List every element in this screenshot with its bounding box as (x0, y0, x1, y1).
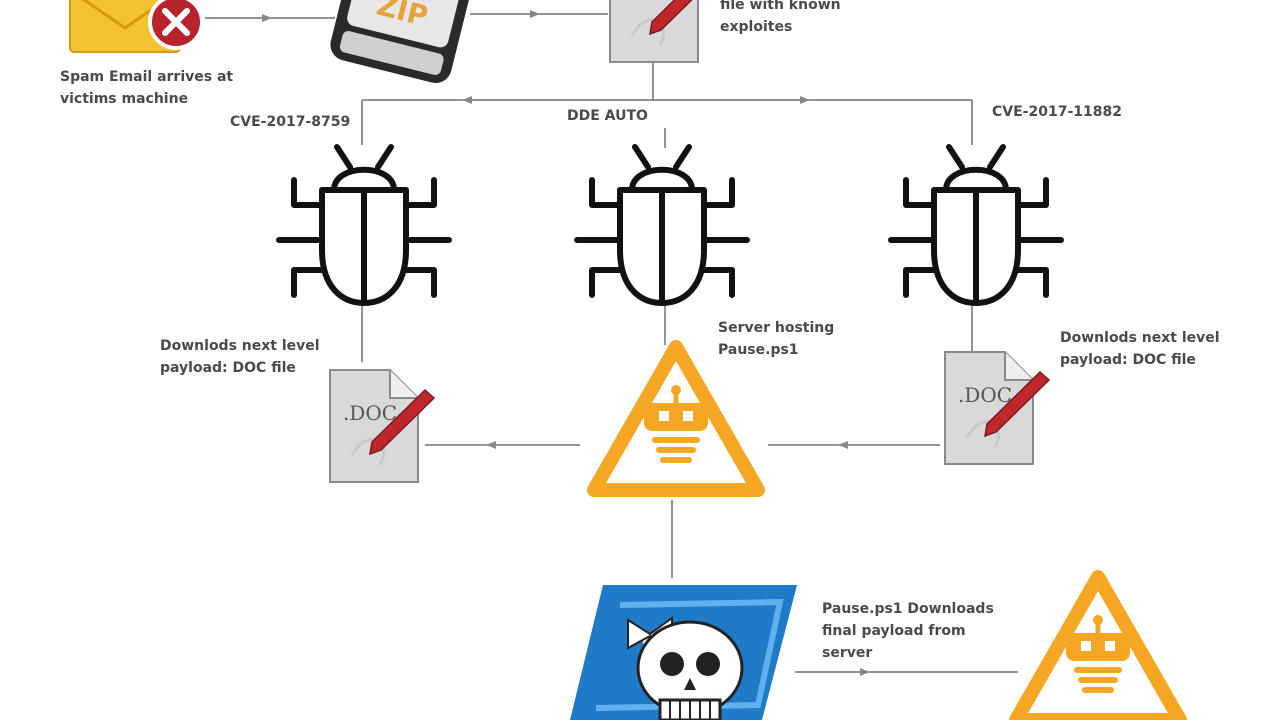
malicious-server-icon (1016, 577, 1180, 720)
powershell-skull-icon (570, 585, 797, 720)
right-download-label-line: Downlods next level (1060, 330, 1220, 346)
left-download-label-line: payload: DOC file (160, 360, 296, 376)
right-download-label-line: payload: DOC file (1060, 352, 1196, 368)
pause-downloads-label-line: Pause.ps1 Downloads (822, 601, 994, 617)
doc-exploit-label-line: exploites (720, 19, 793, 35)
dde-auto-label: DDE AUTO (567, 108, 648, 124)
pause-downloads-label-line: final payload from (822, 623, 966, 639)
doc-exploit-label: file with known exploites (720, 0, 841, 38)
pause-downloads-label-line: server (822, 645, 873, 661)
server-hosting-label-line: Pause.ps1 (718, 342, 799, 358)
bug-icon (891, 147, 1061, 303)
left-download-label-line: Downlods next level (160, 338, 320, 354)
zip-archive-icon: ZIP (330, 0, 471, 84)
arrowheads (262, 10, 870, 676)
bug-icon (279, 147, 449, 303)
pause-downloads-label: Pause.ps1 Downloads final payload from s… (822, 598, 994, 664)
doc-label: .DOC (958, 383, 1012, 407)
server-hosting-label: Server hosting Pause.ps1 (718, 317, 834, 361)
cve-right-label: CVE-2017-11882 (992, 104, 1122, 120)
doc-file-icon: .DOC (328, 368, 436, 484)
right-download-label: Downlods next level payload: DOC file (1060, 327, 1220, 371)
malicious-server-icon (594, 347, 758, 490)
doc-file-icon (608, 0, 716, 64)
spam-email-label: Spam Email arrives at victims machine (60, 66, 233, 110)
email-error-icon (69, 0, 204, 53)
spam-email-label-line: victims machine (60, 91, 189, 107)
left-download-label: Downlods next level payload: DOC file (160, 335, 320, 379)
doc-file-icon: .DOC (943, 350, 1051, 466)
doc-label: .DOC (343, 401, 397, 425)
cve-left-label: CVE-2017-8759 (230, 114, 351, 130)
server-hosting-label-line: Server hosting (718, 320, 835, 336)
bug-icon (577, 147, 747, 303)
spam-email-label-line: Spam Email arrives at (60, 69, 234, 85)
doc-exploit-label-line: file with known (720, 0, 841, 13)
